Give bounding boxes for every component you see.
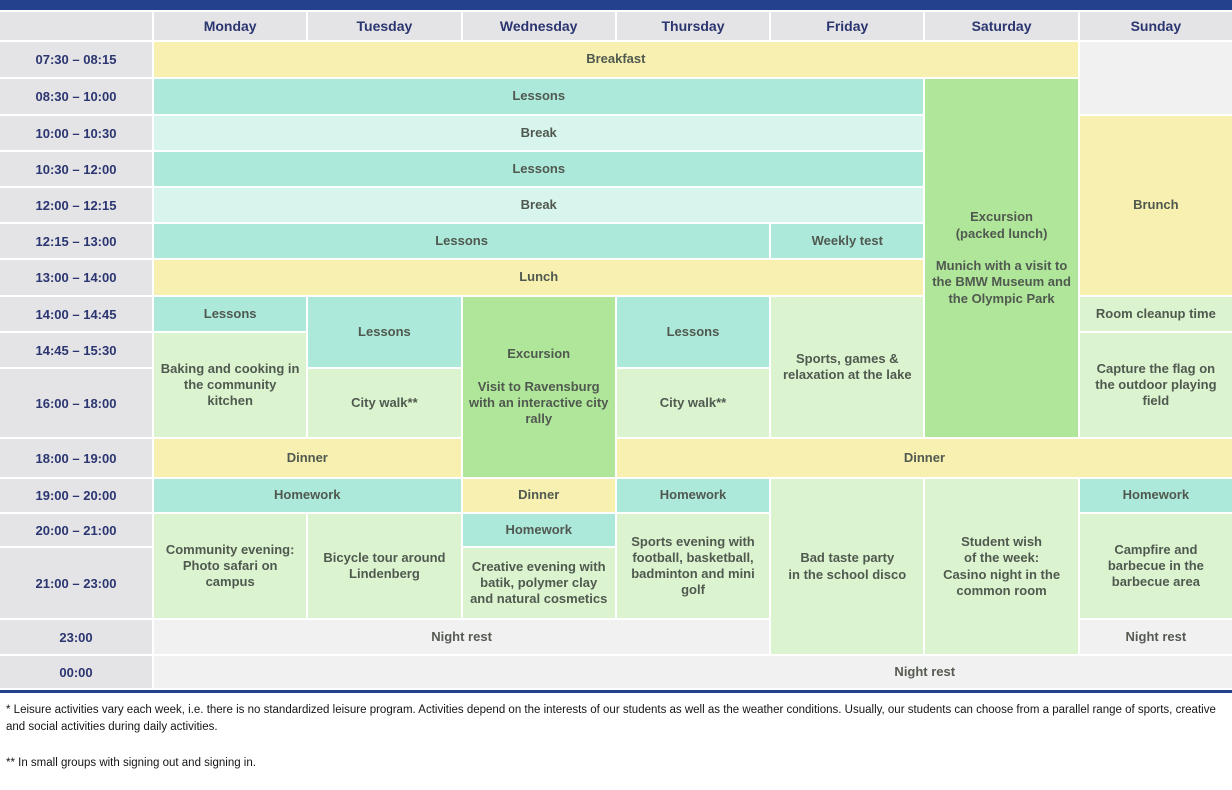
time-slot-1000-1030: 10:00 – 10:30	[0, 116, 152, 150]
time-slot-0730-0815: 07:30 – 08:15	[0, 42, 152, 77]
cell-lessons-monday-afternoon: Lessons	[154, 297, 307, 331]
schedule-grid: Monday Tuesday Wednesday Thursday Friday…	[0, 12, 1232, 693]
time-label: 13:00 – 14:00	[35, 270, 117, 285]
cell-homework-mon-tue: Homework	[154, 479, 461, 512]
time-label: 12:15 – 13:00	[35, 233, 117, 249]
day-header-monday: Monday	[154, 12, 307, 40]
time-label: 23:00	[59, 629, 93, 645]
cell-baking-monday: Baking and cooking in the community kitc…	[154, 333, 307, 437]
cell-brunch: Brunch	[1079, 116, 1232, 295]
time-slot-1600-1800: 16:00 – 18:00	[0, 369, 152, 437]
time-slot-1300-1400: 13:00 – 14:00	[0, 260, 152, 295]
time-slot-2300: 23:00	[0, 620, 152, 654]
day-header-sunday: Sunday	[1079, 12, 1232, 40]
cell-lessons-morning-1: Lessons	[154, 79, 924, 114]
cell-campfire-sunday: Campfire and barbecue in the barbecue ar…	[1079, 514, 1232, 618]
day-header-saturday: Saturday	[925, 12, 1078, 40]
cell-casino-night-saturday: Student wish of the week: Casino night i…	[925, 479, 1078, 654]
time-slot-1030-1200: 10:30 – 12:00	[0, 152, 152, 186]
header-corner	[0, 12, 152, 40]
weekly-schedule-table: Monday Tuesday Wednesday Thursday Friday…	[0, 0, 1232, 772]
time-label: 07:30 – 08:15	[35, 52, 117, 67]
time-label: 21:00 – 23:00	[35, 575, 117, 591]
day-label: Saturday	[971, 18, 1032, 34]
footnote-small-groups: ** In small groups with signing out and …	[6, 756, 256, 769]
time-label: 16:00 – 18:00	[35, 395, 117, 411]
time-slot-0000: 00:00	[0, 656, 152, 688]
time-label: 14:45 – 15:30	[35, 342, 117, 358]
day-header-wednesday: Wednesday	[462, 12, 615, 40]
cell-capture-flag-sunday: Capture the flag on the outdoor playing …	[1079, 333, 1232, 437]
time-label: 08:30 – 10:00	[35, 89, 117, 104]
cell-homework-thursday: Homework	[616, 479, 770, 512]
day-label: Wednesday	[499, 18, 578, 34]
footnote-leisure: * Leisure activities vary each week, i.e…	[6, 704, 1216, 734]
cell-bad-taste-party-friday: Bad taste party in the school disco	[771, 479, 924, 654]
time-slot-1800-1900: 18:00 – 19:00	[0, 439, 152, 477]
cell-creative-evening-wednesday: Creative evening with batik, polymer cla…	[462, 548, 615, 618]
cell-breakfast: Breakfast	[154, 42, 1078, 77]
time-label: 12:00 – 12:15	[35, 197, 117, 213]
day-label: Sunday	[1130, 18, 1182, 34]
time-label: 20:00 – 21:00	[35, 522, 117, 538]
time-slot-0830-1000: 08:30 – 10:00	[0, 79, 152, 114]
cell-lessons-midday: Lessons	[154, 224, 770, 258]
cell-room-cleanup-sunday: Room cleanup time	[1079, 297, 1232, 331]
cell-city-walk-tuesday: City walk**	[308, 369, 461, 437]
time-slot-1200-1215: 12:00 – 12:15	[0, 188, 152, 222]
footnotes: * Leisure activities vary each week, i.e…	[0, 693, 1232, 772]
time-label: 10:30 – 12:00	[35, 161, 117, 177]
cell-dinner-thu-sun: Dinner	[616, 439, 1232, 477]
day-label: Monday	[203, 18, 257, 34]
cell-dinner-mon-tue: Dinner	[154, 439, 461, 477]
day-label: Tuesday	[356, 18, 413, 34]
day-header-friday: Friday	[771, 12, 924, 40]
time-label: 10:00 – 10:30	[35, 125, 117, 141]
time-slot-1400-1445: 14:00 – 14:45	[0, 297, 152, 331]
time-slot-2100-2300: 21:00 – 23:00	[0, 548, 152, 618]
cell-night-rest-sunday: Night rest	[1079, 620, 1232, 654]
cell-dinner-wednesday: Dinner	[462, 479, 615, 512]
cell-weekly-test: Weekly test	[771, 224, 924, 258]
cell-community-evening-monday: Community evening: Photo safari on campu…	[154, 514, 307, 618]
time-label: 00:00	[59, 664, 93, 680]
time-slot-1900-2000: 19:00 – 20:00	[0, 479, 152, 512]
cell-homework-sunday: Homework	[1079, 479, 1232, 512]
time-label: 14:00 – 14:45	[35, 306, 117, 322]
time-slot-1445-1530: 14:45 – 15:30	[0, 333, 152, 367]
time-label: 18:00 – 19:00	[35, 450, 117, 466]
cell-homework-wednesday: Homework	[462, 514, 615, 546]
day-label: Friday	[826, 18, 869, 34]
cell-break-2: Break	[154, 188, 924, 222]
cell-city-walk-thursday: City walk**	[616, 369, 770, 437]
cell-lessons-thursday-afternoon: Lessons	[616, 297, 770, 367]
cell-sports-evening-thursday: Sports evening with football, basketball…	[616, 514, 770, 618]
cell-lessons-tuesday-afternoon: Lessons	[308, 297, 461, 367]
cell-lessons-morning-2: Lessons	[154, 152, 924, 186]
cell-lunch: Lunch	[154, 260, 924, 295]
cell-sunday-early-empty	[1079, 42, 1232, 114]
cell-break-1: Break	[154, 116, 924, 150]
time-label: 19:00 – 20:00	[35, 488, 117, 503]
day-label: Thursday	[661, 18, 725, 34]
time-slot-1215-1300: 12:15 – 13:00	[0, 224, 152, 258]
time-slot-2000-2100: 20:00 – 21:00	[0, 514, 152, 546]
cell-bicycle-tour-tuesday: Bicycle tour around Lindenberg	[308, 514, 461, 618]
cell-sports-lake-friday: Sports, games & relaxation at the lake	[771, 297, 924, 437]
cell-excursion-wednesday: Excursion Visit to Ravensburg with an in…	[462, 297, 615, 477]
day-header-tuesday: Tuesday	[308, 12, 461, 40]
cell-night-rest-midnight: Night rest	[154, 656, 1232, 688]
top-navy-bar	[0, 0, 1232, 10]
cell-night-rest-mon-thu: Night rest	[154, 620, 770, 654]
cell-excursion-saturday: Excursion (packed lunch) Munich with a v…	[925, 79, 1078, 437]
day-header-thursday: Thursday	[616, 12, 770, 40]
